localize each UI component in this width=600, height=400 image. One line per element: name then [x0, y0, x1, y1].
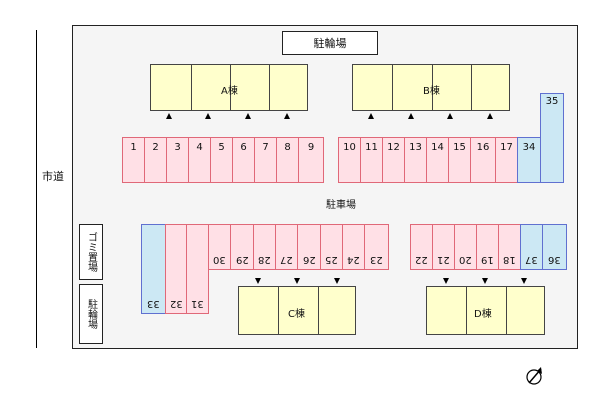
- entrance-arrow-icon: [205, 113, 211, 119]
- parking-space: 14: [426, 137, 449, 183]
- parking-space: 9: [298, 137, 324, 183]
- parking-space: 20: [454, 224, 477, 270]
- parking-space: 33: [141, 224, 166, 314]
- parking-space-number: 30: [213, 254, 226, 265]
- entrance-arrow-icon: [334, 278, 340, 284]
- parking-space: 36: [542, 224, 567, 270]
- entrance-arrow-icon: [521, 278, 527, 284]
- building-d: D棟: [426, 286, 545, 335]
- garbage-area-label: ゴミ置場: [79, 224, 103, 280]
- parking-space-number: 28: [258, 254, 271, 265]
- entrance-arrow-icon: [166, 113, 172, 119]
- parking-space: 22: [410, 224, 433, 270]
- parking-space: 11: [360, 137, 383, 183]
- parking-space-number: 21: [437, 254, 450, 265]
- parking-space: 15: [448, 137, 471, 183]
- parking-space-number: 27: [280, 254, 293, 265]
- parking-space: 27: [275, 224, 298, 270]
- entrance-arrow-icon: [255, 278, 261, 284]
- bicycle-parking-top-label: 駐輪場: [282, 31, 378, 55]
- entrance-arrow-icon: [482, 278, 488, 284]
- entrance-arrow-icon: [368, 113, 374, 119]
- parking-space-number: 26: [302, 254, 316, 265]
- parking-space-number: 29: [235, 254, 249, 265]
- building-b-name: B棟: [423, 86, 440, 97]
- parking-space: 23: [364, 224, 389, 270]
- parking-space-number: 32: [169, 298, 183, 309]
- parking-space: 18: [498, 224, 521, 270]
- parking-space: 30: [208, 224, 231, 270]
- building-b: B棟: [352, 64, 510, 111]
- parking-space-number: 20: [459, 254, 472, 265]
- parking-space-number: 25: [325, 254, 338, 265]
- entrance-arrow-icon: [443, 278, 449, 284]
- building-a-name: A棟: [221, 86, 238, 97]
- entrance-arrow-icon: [487, 113, 493, 119]
- building-d-name: D棟: [474, 309, 492, 320]
- parking-space: 28: [253, 224, 276, 270]
- parking-space-number: 36: [548, 254, 561, 265]
- parking-space: 1: [122, 137, 145, 183]
- parking-space: 19: [476, 224, 499, 270]
- parking-space: 10: [338, 137, 361, 183]
- parking-space: 5: [210, 137, 233, 183]
- parking-space: 24: [342, 224, 365, 270]
- road-line: [36, 30, 37, 348]
- parking-space: 26: [297, 224, 321, 270]
- parking-space-number: 22: [415, 254, 428, 265]
- entrance-arrow-icon: [447, 113, 453, 119]
- parking-space: 6: [232, 137, 255, 183]
- garbage-area-text: ゴミ置場: [85, 232, 97, 272]
- parking-space: 21: [432, 224, 455, 270]
- parking-space-number: 33: [147, 298, 160, 309]
- parking-space: 31: [186, 224, 209, 314]
- parking-space-number: 18: [503, 254, 516, 265]
- building-c-name: C棟: [288, 309, 305, 320]
- entrance-arrow-icon: [294, 278, 300, 284]
- parking-space: 32: [165, 224, 187, 314]
- bicycle-parking-side-text: 駐輪場: [85, 299, 97, 329]
- parking-space: 4: [188, 137, 211, 183]
- parking-space: 17: [495, 137, 518, 183]
- parking-space: 37: [520, 224, 543, 270]
- entrance-arrow-icon: [245, 113, 251, 119]
- parking-area-label: 駐車場: [326, 200, 356, 211]
- building-c: C棟: [238, 286, 356, 335]
- parking-space: 3: [166, 137, 189, 183]
- parking-space-number: 23: [370, 254, 383, 265]
- parking-space: 35: [540, 93, 564, 183]
- parking-space-number: 24: [347, 254, 360, 265]
- bicycle-parking-side-label: 駐輪場: [79, 284, 103, 344]
- parking-space-number: 31: [191, 298, 204, 309]
- parking-space-number: 37: [525, 254, 538, 265]
- parking-space: 16: [470, 137, 496, 183]
- parking-space: 8: [276, 137, 299, 183]
- road-label: 市道: [42, 170, 64, 183]
- north-compass-icon: [526, 367, 542, 385]
- entrance-arrow-icon: [284, 113, 290, 119]
- building-a: A棟: [150, 64, 308, 111]
- parking-space: 12: [382, 137, 405, 183]
- parking-space: 7: [254, 137, 277, 183]
- parking-space: 25: [320, 224, 343, 270]
- parking-space: 13: [404, 137, 427, 183]
- entrance-arrow-icon: [408, 113, 414, 119]
- parking-space-number: 19: [481, 254, 494, 265]
- parking-space: 34: [517, 137, 541, 183]
- parking-space: 2: [144, 137, 167, 183]
- parking-space: 29: [230, 224, 254, 270]
